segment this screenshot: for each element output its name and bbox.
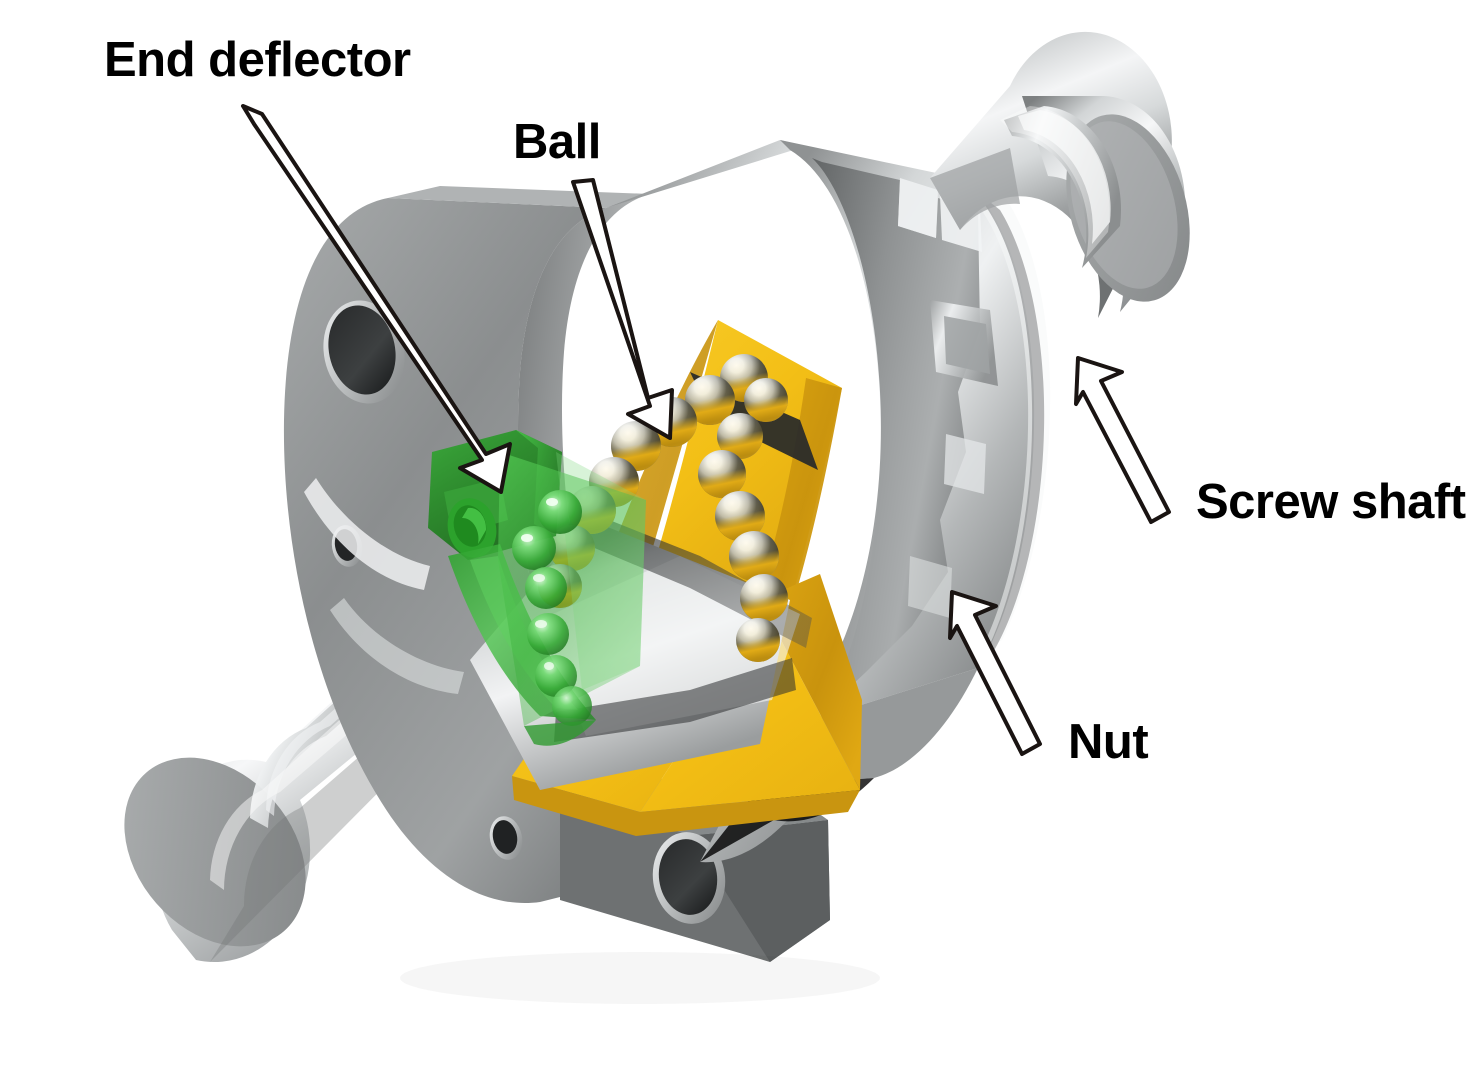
ball — [740, 574, 788, 622]
arrow-nut — [948, 590, 1042, 756]
ball — [698, 450, 746, 498]
callout-label-screw-shaft: Screw shaft — [1196, 475, 1466, 529]
ball — [736, 618, 780, 662]
green-end-deflector-part — [428, 430, 646, 746]
callout-label-ball: Ball — [513, 115, 601, 169]
ball — [715, 491, 765, 541]
ball — [717, 413, 763, 459]
arrow-ball — [571, 178, 674, 440]
ball — [611, 421, 661, 471]
flange-bolt-hole-top — [323, 300, 405, 404]
ball — [744, 378, 788, 422]
callout-label-end-deflector: End deflector — [104, 33, 411, 87]
ball — [729, 531, 779, 581]
callout-label-nut: Nut — [1068, 715, 1149, 769]
arrow-screw-shaft — [1074, 356, 1171, 524]
screw-shaft-right — [930, 31, 1190, 386]
ball — [685, 375, 735, 425]
flange-bolt-hole-bottom-small — [489, 816, 523, 860]
callout-arrows — [241, 104, 1171, 756]
arrow-end-deflector — [241, 104, 512, 494]
